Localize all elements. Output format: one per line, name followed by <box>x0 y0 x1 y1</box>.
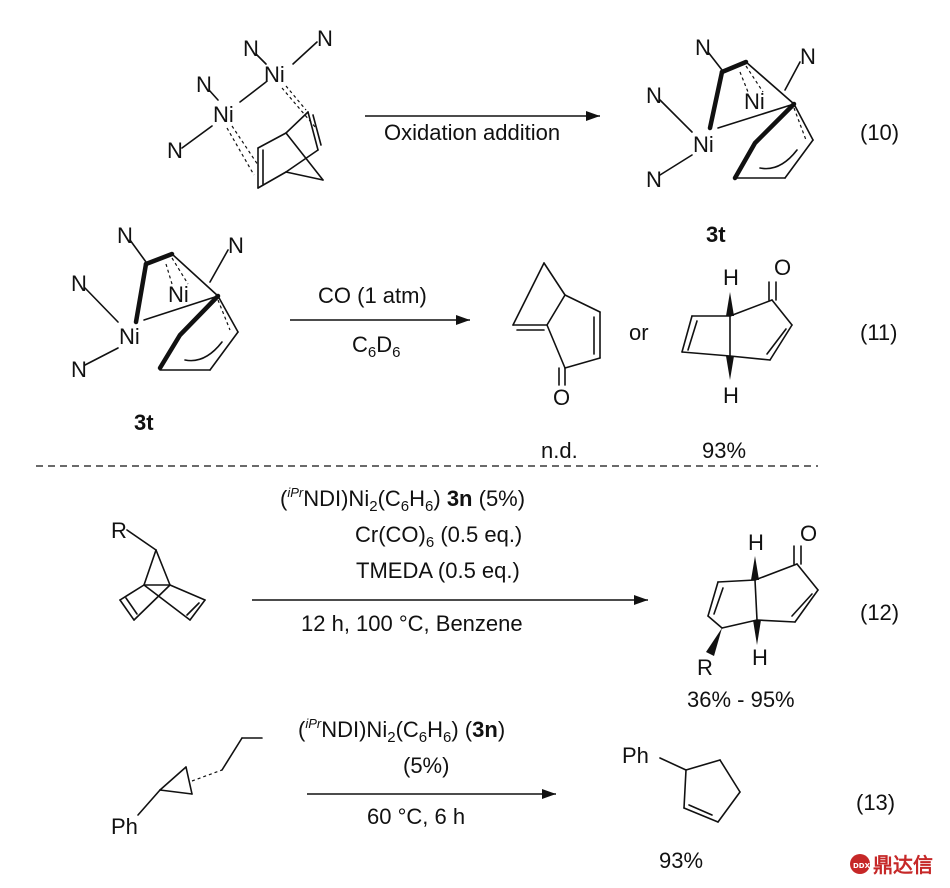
loading-label: (5%) <box>403 753 449 778</box>
or-label: or <box>629 320 649 345</box>
atom-n: N <box>317 26 333 51</box>
atom-ph: Ph <box>622 743 649 768</box>
atom-r: R <box>111 518 127 543</box>
conditions-label: 60 °C, 6 h <box>367 804 465 829</box>
watermark-logo: DDX 鼎达信 <box>850 853 933 877</box>
eq12-reactant-norbornadiene: R <box>111 518 206 621</box>
eq13-reactant-vinylcyclopropane: Ph <box>111 737 263 839</box>
atom-h: H <box>723 265 739 290</box>
atom-n: N <box>196 72 212 97</box>
atom-ni: Ni <box>168 282 189 307</box>
atom-h: H <box>723 383 739 408</box>
atom-n: N <box>117 223 133 248</box>
atom-n: N <box>71 271 87 296</box>
eq12-product: H O H R <box>697 521 819 680</box>
additive-label: Cr(CO)6 (0.5 eq.) <box>355 522 522 551</box>
eq11-product-bicyclic-ketone: O <box>512 262 601 410</box>
atom-ni: Ni <box>119 324 140 349</box>
additive-label: TMEDA (0.5 eq.) <box>356 558 520 583</box>
compound-label-3t: 3t <box>706 222 726 247</box>
atom-ni: Ni <box>213 102 234 127</box>
atom-o: O <box>774 255 791 280</box>
eq10-product-3t: N N N N Ni Ni <box>646 35 816 192</box>
compound-label-3t: 3t <box>134 410 154 435</box>
equation-number: (13) <box>856 790 895 815</box>
yield-label: n.d. <box>541 438 578 463</box>
arrowhead <box>456 315 470 325</box>
atom-n: N <box>167 138 183 163</box>
eq13-product-phenylcyclopentene: Ph <box>622 743 741 823</box>
solvent-label: C6D6 <box>352 332 400 361</box>
atom-r: R <box>697 655 713 680</box>
atom-n: N <box>71 357 87 382</box>
watermark-text: 鼎达信 <box>873 853 933 877</box>
atom-h: H <box>748 530 764 555</box>
eq10-reactant: N N N N Ni Ni <box>167 26 333 189</box>
conditions-label: 12 h, 100 °C, Benzene <box>301 611 523 636</box>
arrowhead <box>634 595 648 605</box>
atom-n: N <box>228 233 244 258</box>
equation-number: (12) <box>860 600 899 625</box>
atom-ni: Ni <box>693 132 714 157</box>
watermark-logo-mark: DDX <box>853 862 871 870</box>
atom-h: H <box>752 645 768 670</box>
atom-n: N <box>243 36 259 61</box>
arrowhead <box>586 111 600 121</box>
yield-label: 93% <box>702 438 746 463</box>
atom-ni: Ni <box>744 89 765 114</box>
eq11-reactant-3t: N N N N Ni Ni <box>71 223 244 382</box>
atom-ni: Ni <box>264 62 285 87</box>
atom-n: N <box>646 83 662 108</box>
atom-o: O <box>553 385 570 410</box>
catalyst-label: (iPrNDI)Ni2(C6H6) (3n) <box>298 716 505 746</box>
eq11-product-enone: H O H <box>681 255 793 408</box>
atom-n: N <box>800 44 816 69</box>
atom-o: O <box>800 521 817 546</box>
reagent-label: CO (1 atm) <box>318 283 427 308</box>
equation-number: (11) <box>860 320 898 345</box>
catalyst-label: (iPrNDI)Ni2(C6H6) 3n (5%) <box>280 485 525 515</box>
yield-label: 93% <box>659 848 703 873</box>
arrow-label: Oxidation addition <box>384 120 560 145</box>
arrowhead <box>542 789 556 799</box>
atom-ph: Ph <box>111 814 138 839</box>
equation-number: (10) <box>860 120 899 145</box>
atom-n: N <box>695 35 711 60</box>
yield-label: 36% - 95% <box>687 687 795 712</box>
atom-n: N <box>646 167 662 192</box>
